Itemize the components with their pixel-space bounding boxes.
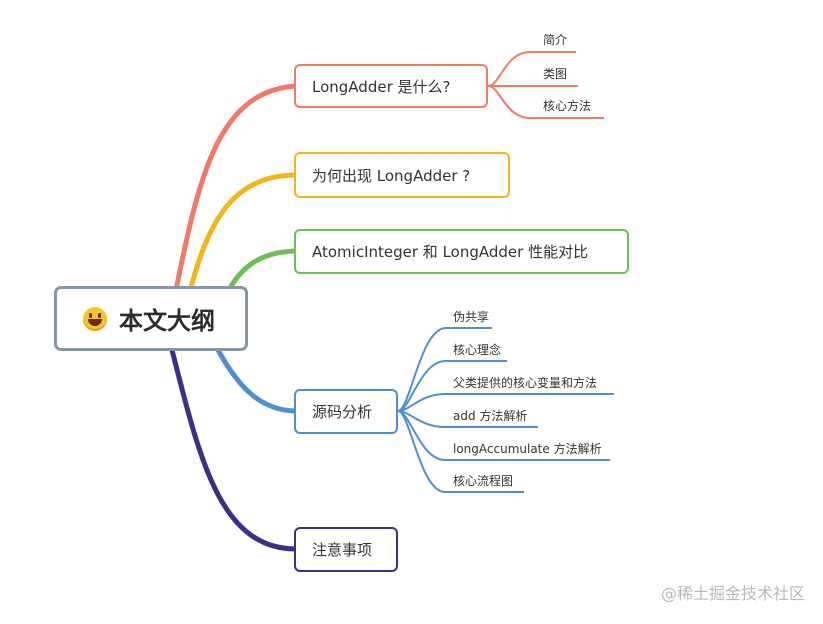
- branch-label: AtomicInteger 和 LongAdder 性能对比: [312, 243, 589, 261]
- leaf-longaccumulate-method[interactable]: longAccumulate 方法解析: [453, 442, 602, 456]
- leaf-core-methods[interactable]: 核心方法: [543, 99, 592, 113]
- branch-source-analysis[interactable]: 源码分析: [294, 389, 398, 434]
- branch-label: 注意事项: [312, 541, 373, 559]
- link-branch-1: [173, 83, 296, 291]
- branch-label: LongAdder 是什么?: [312, 77, 451, 96]
- leaf-intro[interactable]: 简介: [543, 33, 568, 47]
- watermark: @稀土掘金技术社区: [660, 584, 805, 603]
- link-branch-4: [215, 348, 296, 414]
- branch-why-longadder[interactable]: 为何出现 LongAdder ?: [294, 152, 510, 198]
- branch-label: 为何出现 LongAdder ?: [312, 166, 471, 185]
- link-branch-2: [187, 172, 296, 293]
- leaf-add-method[interactable]: add 方法解析: [453, 409, 528, 423]
- branch-performance-comparison[interactable]: AtomicInteger 和 LongAdder 性能对比: [294, 229, 629, 274]
- root-label: 本文大纲: [119, 307, 215, 335]
- root-node[interactable]: 本文大纲: [54, 286, 248, 351]
- leaf-false-sharing[interactable]: 伪共享: [453, 310, 490, 324]
- branch-label: 源码分析: [312, 403, 373, 421]
- leaf-class-diagram[interactable]: 类图: [543, 67, 568, 81]
- grinning-face-icon: [83, 306, 107, 331]
- link-branch-3: [225, 248, 296, 294]
- leaf-core-flowchart[interactable]: 核心流程图: [453, 474, 514, 488]
- leaf-core-concept[interactable]: 核心理念: [453, 343, 502, 357]
- leaf-parent-vars-methods[interactable]: 父类提供的核心变量和方法: [453, 376, 598, 390]
- branch-what-is-longadder[interactable]: LongAdder 是什么?: [294, 64, 488, 108]
- links-branch-4-children: [397, 327, 614, 493]
- branch-notes[interactable]: 注意事项: [294, 527, 398, 572]
- links-branch-1-children: [487, 51, 604, 119]
- link-branch-5: [169, 349, 296, 552]
